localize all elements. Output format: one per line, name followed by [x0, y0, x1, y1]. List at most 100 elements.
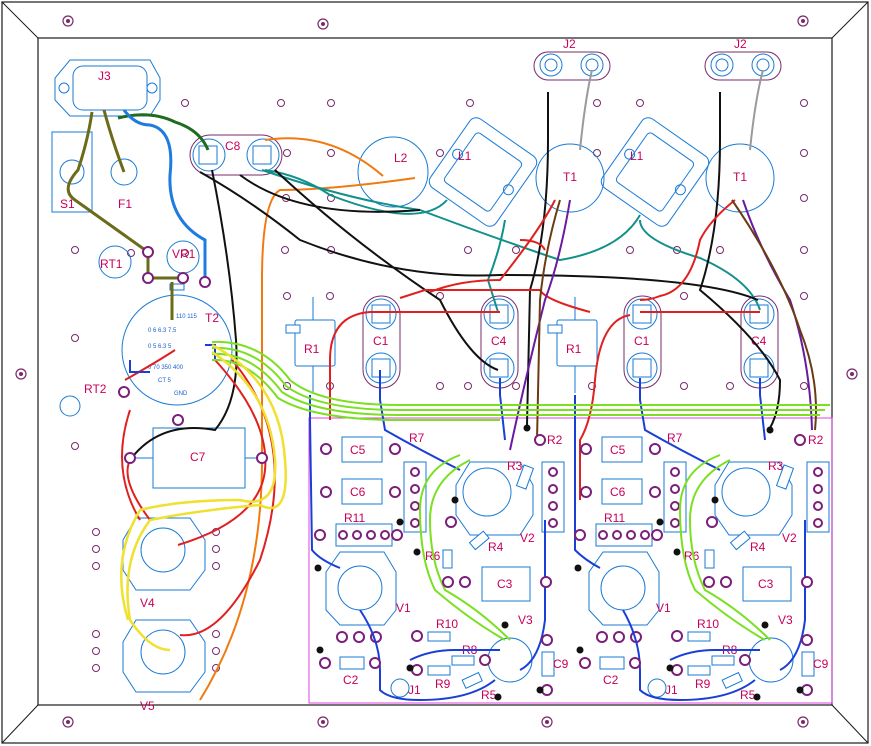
rt1-thermistor: RT1 [98, 245, 132, 279]
c1-label-a: C1 [373, 334, 389, 348]
t2-tap-row2: 0 6 6.3 7.5 [148, 328, 177, 334]
r2-label-a: R2 [547, 433, 563, 447]
j2-output-jack-b: J2 [704, 37, 782, 81]
v3-tube-a: V3 [487, 613, 533, 683]
c2-capacitor-a: C2 [339, 656, 365, 687]
l1-choke-b [600, 117, 710, 227]
ground-points [314, 424, 804, 701]
r1-label-a: R1 [304, 342, 320, 356]
c8-label: C8 [225, 139, 241, 153]
c9-label-a: C9 [553, 657, 569, 671]
j1-input-jack-b: J1 [647, 678, 678, 698]
f1-label: F1 [118, 197, 132, 211]
r3-label-a: R3 [507, 459, 523, 473]
c4-capacitor-a: C4 [480, 295, 519, 389]
c5-capacitor-b: C5 [601, 436, 643, 463]
l2-label: L2 [394, 151, 408, 165]
c2-capacitor-b: C2 [599, 656, 625, 687]
r1-resistor-a: R1 [285, 297, 336, 393]
t1-output-transformer-a: T1 [535, 143, 605, 213]
solder-pads [118, 246, 813, 696]
v1-preamp-tube-a: V1 [325, 551, 411, 626]
t2-tap-row1: 110 115 [176, 314, 197, 320]
c3-capacitor-a: C3 [481, 566, 531, 602]
vr1-label: VR1 [172, 247, 196, 261]
r11-resistor-a: R11 [335, 511, 393, 547]
j2-label-b: J2 [734, 37, 747, 51]
r7-label-b: R7 [667, 431, 683, 445]
input-pads-a [336, 631, 382, 643]
v2-label-a: V2 [520, 531, 535, 545]
rt2-label: RT2 [84, 382, 107, 396]
rt2-thermistor: RT2 [59, 382, 107, 417]
t2-tap-row5: CT 5 [158, 378, 172, 384]
c9-capacitor-b: C9 [801, 651, 829, 677]
mounting-holes [15, 15, 858, 728]
c8-capacitor: C8 [189, 134, 283, 176]
c2-label-b: C2 [603, 673, 619, 687]
c7-label: C7 [190, 450, 206, 464]
r3-label-b: R3 [768, 459, 784, 473]
amp-board-outline [308, 417, 833, 704]
j3-label: J3 [98, 69, 111, 83]
r11-resistor-b: R11 [595, 511, 653, 547]
c1-capacitor-a: C1 [362, 295, 401, 389]
v3-label-b: V3 [778, 613, 793, 627]
c2-label-a: C2 [343, 673, 359, 687]
t2-tap-row4: 0 70 350 400 [148, 365, 184, 371]
v1-label-b: V1 [656, 601, 671, 615]
c6-capacitor-b: C6 [601, 478, 643, 505]
s1-switch: S1 [51, 131, 93, 213]
t1-label-b: T1 [733, 170, 747, 184]
j1-input-jack-a: J1 [390, 678, 421, 698]
j2-label-a: J2 [563, 37, 576, 51]
r7-label-a: R7 [409, 431, 425, 445]
v5-rectifier-tube: V5 [122, 619, 206, 713]
c5-capacitor-a: C5 [341, 436, 383, 463]
c6-label-a: C6 [350, 485, 366, 499]
t1-label-a: T1 [563, 170, 577, 184]
t2-tap-row3: 0 5 6.3 5 [148, 344, 172, 350]
r1-resistor-b: R1 [547, 297, 598, 393]
vr1-varistor: VR1 [166, 240, 200, 274]
c5-label-a: C5 [350, 443, 366, 457]
c6-label-b: C6 [610, 485, 626, 499]
r9-label-a: R9 [435, 677, 451, 691]
c9-capacitor-a: C9 [541, 651, 569, 677]
r6-label-b: R6 [684, 549, 700, 563]
l1-label-a: L1 [458, 149, 472, 163]
v4-label: V4 [140, 596, 155, 610]
v2-label-b: V2 [782, 531, 797, 545]
j1-label-a: J1 [408, 683, 421, 697]
r4-label-a: R4 [488, 540, 504, 554]
v3-label-a: V3 [518, 613, 533, 627]
j1-label-b: J1 [665, 683, 678, 697]
f1-fuse: F1 [110, 158, 138, 211]
c1-label-b: C1 [634, 334, 650, 348]
r2-resistor-a: R2 [541, 433, 565, 533]
c3-label-a: C3 [497, 577, 513, 591]
s1-label: S1 [60, 197, 75, 211]
r2-resistor-b: R2 [806, 433, 830, 533]
l1-choke-a [428, 117, 538, 227]
wiring [66, 69, 830, 702]
r9-label-b: R9 [695, 677, 711, 691]
r11-label-b: R11 [604, 511, 625, 525]
r10-label-a: R10 [436, 617, 458, 631]
r5-label-b: R5 [740, 688, 756, 702]
v1-preamp-tube-b: V1 [588, 551, 671, 626]
trimmer-b [663, 461, 687, 533]
l2-inductor: L2 [357, 136, 429, 208]
small-resistors [427, 464, 795, 689]
r1-label-b: R1 [566, 342, 582, 356]
v3-tube-b: V3 [748, 613, 794, 683]
c1-capacitor-b: C1 [623, 295, 662, 389]
r4-label-b: R4 [750, 540, 766, 554]
c4-label-a: C4 [491, 334, 507, 348]
l1-label-b: L1 [630, 149, 644, 163]
r2-label-b: R2 [808, 433, 824, 447]
c6-capacitor-a: C6 [341, 478, 383, 505]
